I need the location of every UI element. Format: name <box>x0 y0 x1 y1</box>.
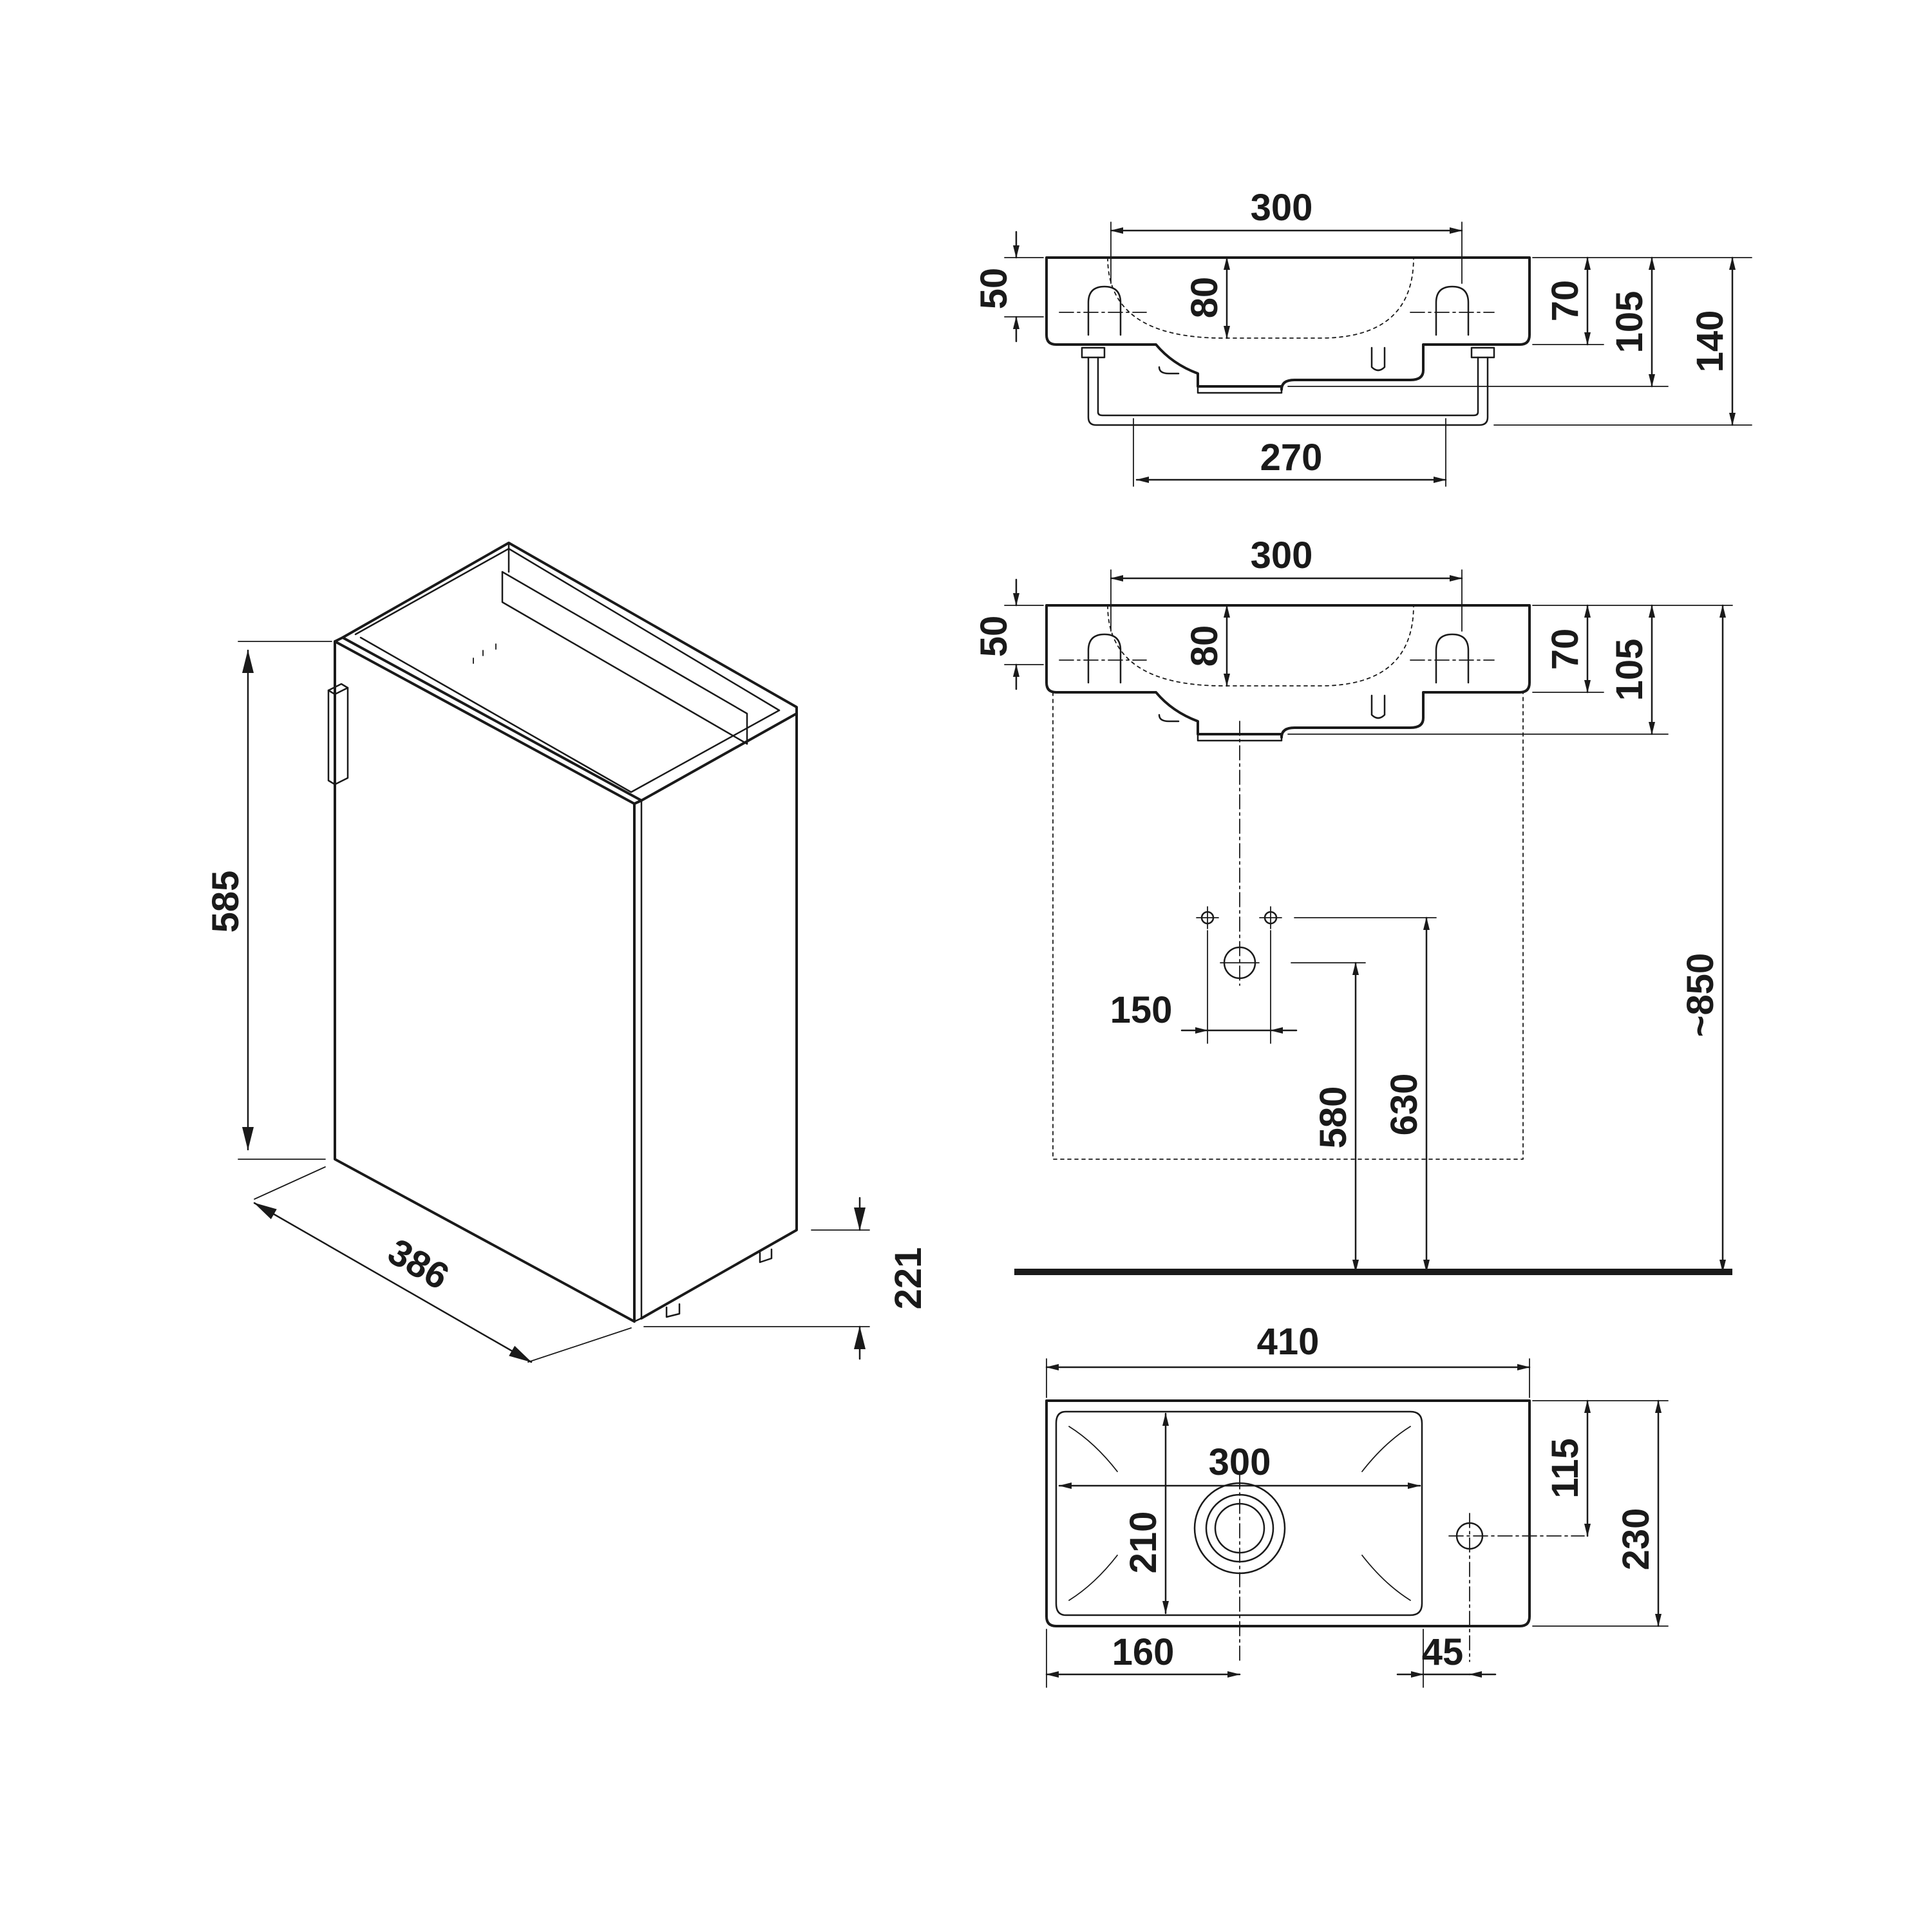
dim-side1-h140: 140 <box>1689 310 1731 373</box>
dim-drain-height: 580 <box>1312 1086 1354 1149</box>
dim-side2-h105: 105 <box>1609 639 1651 701</box>
dim-supply-spacing: 150 <box>1110 989 1173 1031</box>
basin-side-view-with-rail: 300 270 50 80 70 105 140 <box>973 187 1752 487</box>
dim-top-bowl-depth: 210 <box>1122 1511 1164 1574</box>
dim-top-drain-offset: 160 <box>1112 1631 1175 1673</box>
dim-top-bowl-width: 300 <box>1209 1441 1271 1483</box>
dim-supply-height: 630 <box>1383 1074 1425 1136</box>
dim-side1-rim: 50 <box>973 268 1015 310</box>
dim-side2-width: 300 <box>1251 535 1313 576</box>
dim-top-tap-depth: 115 <box>1544 1438 1586 1499</box>
dim-top-overall-depth: 230 <box>1615 1508 1657 1571</box>
dim-cabinet-height: 585 <box>205 871 247 933</box>
dim-top-overall-width: 410 <box>1257 1321 1320 1363</box>
dim-cabinet-depth: 386 <box>381 1231 456 1298</box>
dim-rim-floor-height: ~850 <box>1680 953 1721 1037</box>
dim-leg-height: 221 <box>887 1247 929 1310</box>
dim-side1-h70: 70 <box>1544 280 1586 322</box>
basin-top-view: 410 300 210 160 45 115 230 <box>1045 1321 1669 1688</box>
dim-side1-h105: 105 <box>1609 291 1651 354</box>
dim-side2-bowl: 80 <box>1184 625 1226 667</box>
dim-side2-h70: 70 <box>1544 629 1586 670</box>
basin-side-view-installed: 300 50 80 70 105 150 580 630 ~850 <box>973 535 1733 1275</box>
cabinet-isometric-view: 585 386 221 <box>205 542 929 1363</box>
dim-side1-rail-width: 270 <box>1260 437 1323 478</box>
dim-top-tap-offset: 45 <box>1422 1631 1464 1673</box>
dim-side2-rim: 50 <box>973 616 1015 658</box>
dim-side1-width: 300 <box>1251 187 1313 229</box>
dim-side1-bowl: 80 <box>1184 277 1226 319</box>
